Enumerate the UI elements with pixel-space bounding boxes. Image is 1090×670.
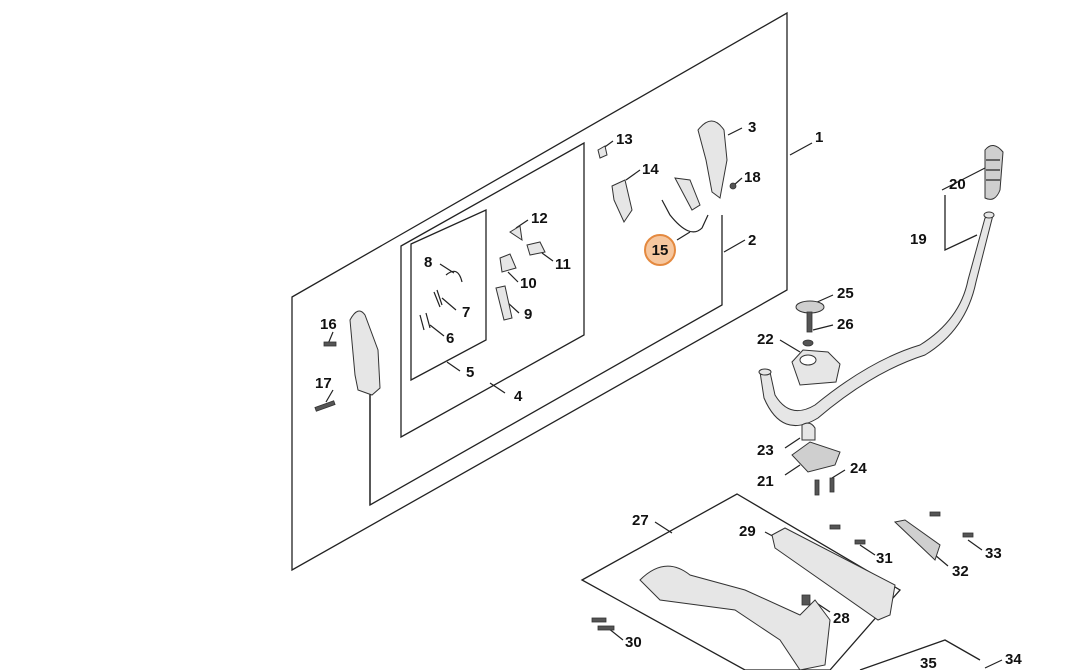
callout-21: 21: [757, 473, 774, 490]
callout-20: 20: [949, 176, 966, 193]
assembly-box-27: [580, 493, 902, 670]
highlighted-callout-15[interactable]: 15: [644, 234, 676, 266]
callout-3: 3: [748, 119, 756, 136]
callout-18: 18: [744, 169, 761, 186]
assembly-box-19: [944, 195, 978, 252]
callout-1: 1: [815, 129, 823, 146]
leader-lines: [325, 127, 1003, 669]
highlight-circle[interactable]: [644, 234, 676, 266]
callout-27: 27: [632, 512, 649, 529]
assembly-box-1: [291, 11, 788, 572]
internal-parts: [419, 145, 709, 331]
callout-4: 4: [514, 388, 523, 405]
callout-5: 5: [466, 364, 474, 381]
callout-8: 8: [424, 254, 432, 271]
callout-30: 30: [625, 634, 642, 651]
callout-35: 35: [920, 655, 937, 670]
callout-17: 17: [315, 375, 332, 392]
right-handle-housing: [697, 120, 737, 199]
callout-24: 24: [850, 460, 867, 477]
callout-labels: 1 2 3 4 5 6 7 8 9 10 11 12 13 14 16 17 1…: [315, 119, 1022, 670]
callout-31: 31: [876, 550, 893, 567]
callout-25: 25: [837, 285, 854, 302]
handle-bar: [758, 145, 1004, 427]
clamp-parts: [791, 300, 841, 496]
callout-15[interactable]: 15: [652, 242, 669, 259]
assembly-box-5: [410, 208, 487, 382]
left-handle-housing: [314, 310, 381, 412]
callout-6: 6: [446, 330, 454, 347]
callout-16: 16: [320, 316, 337, 333]
callout-32: 32: [952, 563, 969, 580]
callout-13: 13: [616, 131, 633, 148]
callout-7: 7: [462, 304, 470, 321]
callout-29: 29: [739, 523, 756, 540]
callout-10: 10: [520, 275, 537, 292]
callout-34: 34: [1005, 651, 1022, 668]
callout-26: 26: [837, 316, 854, 333]
callout-9: 9: [524, 306, 532, 323]
callout-22: 22: [757, 331, 774, 348]
assembly-box-34: [859, 639, 981, 670]
callout-23: 23: [757, 442, 774, 459]
callout-12: 12: [531, 210, 548, 227]
assembly-box-4: [400, 141, 585, 439]
callout-33: 33: [985, 545, 1002, 562]
callout-28: 28: [833, 610, 850, 627]
lower-handle-parts: [591, 511, 974, 670]
callout-2: 2: [748, 232, 756, 249]
callout-19: 19: [910, 231, 927, 248]
assembly-outline-2: [369, 215, 723, 507]
callout-14: 14: [642, 161, 659, 178]
callout-11: 11: [555, 256, 571, 273]
